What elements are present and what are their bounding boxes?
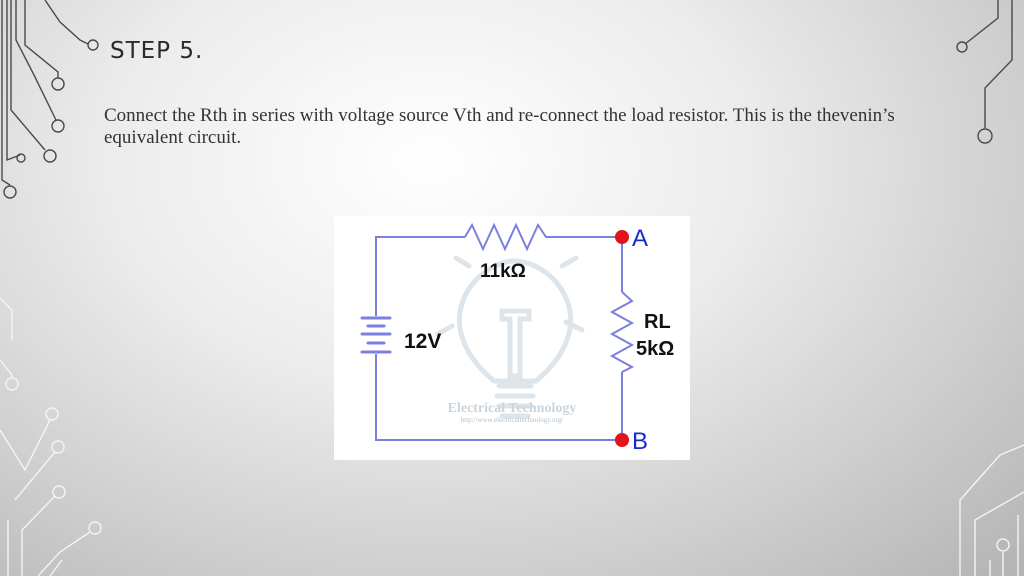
slide-title: STEP 5.: [110, 38, 204, 64]
thevenin-circuit-figure: Electrical Technology http://www.electri…: [334, 216, 690, 460]
watermark-name: Electrical Technology: [448, 401, 577, 416]
circuit-diagram: Electrical Technology http://www.electri…: [360, 222, 674, 455]
watermark-bulb-icon: [435, 255, 585, 419]
load-name-label: RL: [644, 311, 671, 333]
slide-body-text: Connect the Rth in series with voltage s…: [104, 105, 895, 148]
voltage-source-battery: [360, 316, 392, 354]
resistor-rth-value: 11kΩ: [480, 261, 526, 282]
watermark-url: http://www.electricaltechnology.org/: [461, 416, 563, 424]
node-b-dot: [615, 433, 629, 447]
load-value-label: 5kΩ: [636, 338, 674, 360]
resistor-rth: [464, 222, 555, 252]
node-a-dot: [615, 230, 629, 244]
source-voltage-label: 12V: [404, 330, 441, 353]
node-b-label: B: [632, 428, 648, 455]
node-a-label: A: [632, 225, 648, 252]
resistor-load: [609, 291, 635, 373]
